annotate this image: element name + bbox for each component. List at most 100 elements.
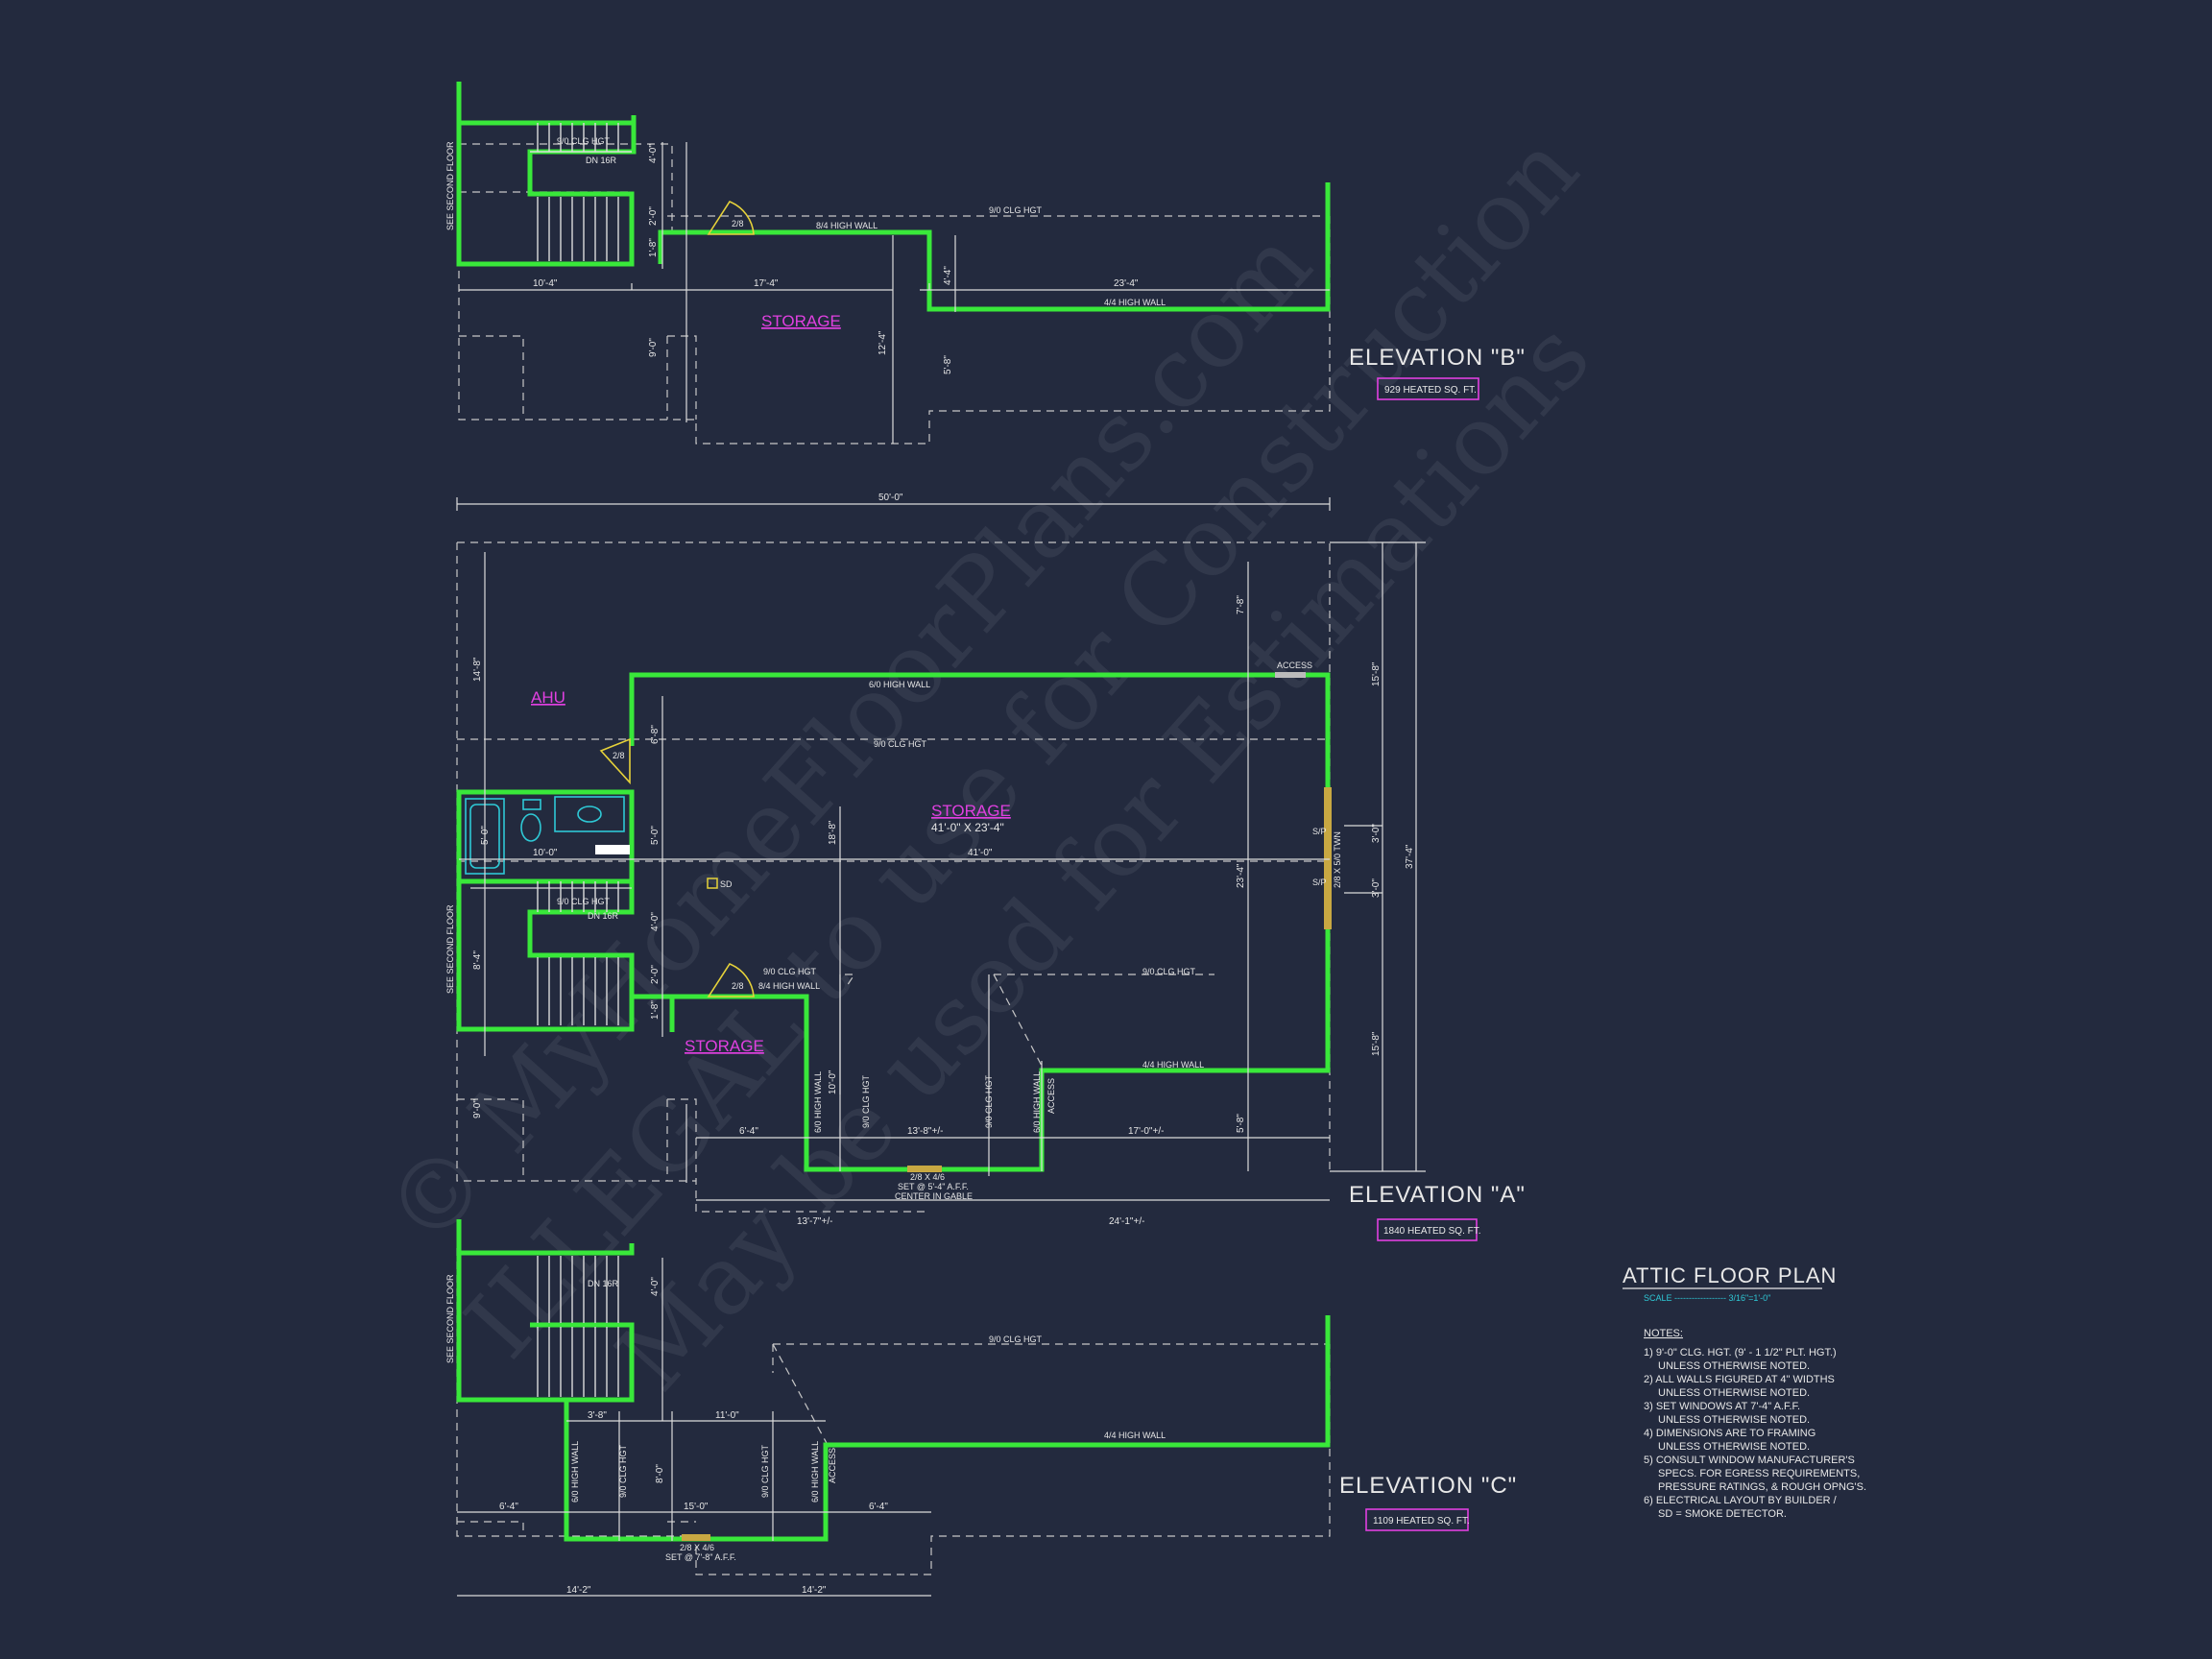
win-bottom-a: 2/8 X 4/6 <box>910 1172 945 1182</box>
window-bottom-a <box>907 1166 942 1172</box>
dim-horizontals-a <box>696 1137 1330 1201</box>
clg-v1-c: 9/0 CLG HGT <box>618 1444 628 1498</box>
dim-line-b <box>459 283 1330 291</box>
dim-a-6-4: 6'-4" <box>739 1126 758 1137</box>
clg-v1-a: 9/0 CLG HGT <box>861 1074 871 1128</box>
clg-mid-a: 9/0 CLG HGT <box>763 967 817 976</box>
plan-title: ATTIC FLOOR PLAN <box>1623 1263 1837 1287</box>
sqft-box-c <box>1365 1508 1469 1531</box>
dim-a-4-0: 4'-0" <box>650 912 661 931</box>
elevation-c-title: ELEVATION "C" <box>1339 1473 1517 1499</box>
sqft-a: 1840 HEATED SQ. FT. <box>1383 1226 1481 1237</box>
room-label-storage-lower: STORAGE <box>685 1037 764 1055</box>
overall-dim-a-text: 50'-0" <box>878 493 903 503</box>
dim-a-6-8: 6'-8" <box>650 725 661 744</box>
door-swing-a <box>707 963 755 998</box>
dim-a-23-4: 23'-4" <box>1236 863 1246 888</box>
dim-c-6-4b: 6'-4" <box>869 1502 888 1512</box>
vanity-fixture <box>554 796 625 832</box>
wall-v1-c: 6/0 HIGH WALL <box>570 1441 580 1503</box>
note-line-7: 4) DIMENSIONS ARE TO FRAMING <box>1644 1428 1815 1439</box>
dim-a-r3-0a: 3'-0" <box>1371 824 1382 843</box>
win-c: 2/8 X 4/6 <box>680 1543 714 1552</box>
note-line-9: 5) CONSULT WINDOW MANUFACTURER'S <box>1644 1455 1855 1466</box>
room-label-ahu: AHU <box>531 688 565 707</box>
dim-b-6: 1'-8" <box>648 238 659 257</box>
note-line-6: UNLESS OTHERWISE NOTED. <box>1658 1414 1810 1426</box>
see-second-floor-c: SEE SECOND FLOOR <box>445 1274 455 1363</box>
sp1-a: S/P <box>1312 827 1327 836</box>
wall-high-b: 8/4 HIGH WALL <box>816 221 878 230</box>
dim-a-1-8: 1'-8" <box>650 1000 661 1020</box>
dim-a-5-0: 5'-0" <box>650 826 661 845</box>
dim-a-r15-8b: 15'-8" <box>1371 1031 1382 1056</box>
plan-scale: SCALE ------------------ 3/16"=1'-0" <box>1644 1293 1770 1303</box>
dn-a: DN 16R <box>588 911 619 921</box>
toilet-fixture <box>520 813 541 842</box>
door-label-ahu: 2/8 <box>613 751 625 760</box>
stair-wall-c <box>459 1243 635 1403</box>
dim-a-2-0: 2'-0" <box>650 965 661 984</box>
wall-mid-a: 8/4 HIGH WALL <box>758 981 820 991</box>
note-line-4: UNLESS OTHERWISE NOTED. <box>1658 1387 1810 1399</box>
clg-v2-a: 9/0 CLG HGT <box>984 1074 994 1128</box>
title-block: ATTIC FLOOR PLAN SCALE -----------------… <box>1623 1263 1866 1520</box>
dim-b-9: 4'-4" <box>943 266 953 285</box>
dim-horizontals-c <box>457 1420 931 1597</box>
note-line-8: UNLESS OTHERWISE NOTED. <box>1658 1441 1810 1453</box>
dim-a-14-8: 14'-8" <box>472 657 483 682</box>
dim-b-3: 23'-4" <box>1114 278 1139 289</box>
dim-b-7: 9'-0" <box>648 338 659 357</box>
bath-wall-a <box>456 789 635 884</box>
door-swing-ahu <box>599 737 631 785</box>
dim-a-bath-h: 5'-0" <box>480 826 491 845</box>
sqft-c: 1109 HEATED SQ. FT. <box>1373 1516 1470 1527</box>
dim-b-8: 12'-4" <box>878 330 888 355</box>
smoke-detector-icon <box>707 878 718 889</box>
note-line-1: 1) 9'-0" CLG. HGT. (9' - 1 1/2" PLT. HGT… <box>1644 1347 1837 1358</box>
elevation-b-title: ELEVATION "B" <box>1349 345 1526 371</box>
dim-a-13-8: 13'-8"+/- <box>907 1126 943 1137</box>
attic-outline-c-inner <box>457 1521 696 1536</box>
stair-treads-b <box>530 123 632 261</box>
dim-c-15-0: 15'-0" <box>684 1502 709 1512</box>
dim-c-4-0: 4'-0" <box>650 1277 661 1296</box>
notes-title: NOTES: <box>1644 1328 1683 1339</box>
sqft-box-a <box>1377 1218 1478 1241</box>
dim-b-1: 10'-4" <box>533 278 558 289</box>
sink-fixture <box>577 805 602 823</box>
dim-a-bath-w: 10'-0" <box>533 848 558 858</box>
dim-a-9-0: 9'-0" <box>472 1099 483 1118</box>
storage-wall-b <box>658 182 1331 312</box>
door-swing-b <box>707 201 755 235</box>
door-label-a: 2/8 <box>732 981 744 991</box>
clg-stair-a: 9/0 CLG HGT <box>557 897 611 906</box>
wall-v2-c: 6/0 HIGH WALL <box>810 1441 820 1503</box>
toilet-tank <box>522 799 541 810</box>
dim-a-r15-8a: 15'-8" <box>1371 661 1382 686</box>
dim-a-10-0: 10'-0" <box>828 1070 838 1094</box>
dim-a-r37-4: 37'-4" <box>1405 844 1415 869</box>
dim-verticals-a <box>484 552 1249 1183</box>
dim-a-8-4: 8'-4" <box>472 950 483 970</box>
dim-verticals-c <box>618 1258 774 1541</box>
dim-b-4: 4'-0" <box>648 144 659 163</box>
win2-c: SET @ 7'-8" A.F.F. <box>665 1552 736 1562</box>
dim-c-3-8: 3'-8" <box>588 1410 607 1421</box>
sd-label: SD <box>720 879 733 889</box>
sqft-box-b <box>1377 377 1479 400</box>
window-right-a <box>1324 787 1332 929</box>
dn-c: DN 16R <box>588 1279 619 1288</box>
elevation-a-title: ELEVATION "A" <box>1349 1182 1526 1208</box>
access-c: ACCESS <box>828 1448 837 1483</box>
stair-wall-a <box>456 881 635 1032</box>
elevation-b-plan: 2/8 10'-4" 17'-4" 23'-4" 4'-0" 2'-0" 1'-… <box>445 82 1526 445</box>
stair-wall-b <box>456 91 637 267</box>
stair-treads-a <box>537 881 619 1025</box>
elevation-c-plan: 3'-8" 11'-0" 6'-4" 15'-0" 6'-4" 14'-2" 1… <box>445 1219 1517 1597</box>
clg-hgt-b-stair: 9/0 CLG HGT <box>557 136 611 146</box>
room-dims-storage-main: 41'-0" X 23'-4" <box>931 821 1004 834</box>
stair-dn-b: DN 16R <box>586 156 617 165</box>
dim-c-6-4a: 6'-4" <box>499 1502 518 1512</box>
